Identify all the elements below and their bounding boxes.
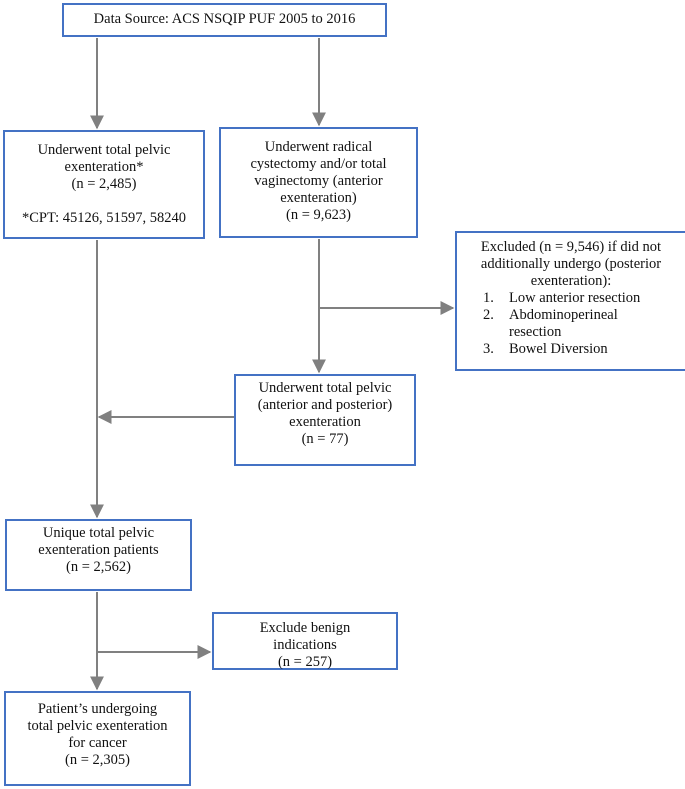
radical-cystectomy-box: Underwent radical cystectomy and/or tota… <box>219 127 418 238</box>
data-source-text: Data Source: ACS NSQIP PUF 2005 to 2016 <box>93 11 356 27</box>
list-item-number: 2. <box>483 307 494 323</box>
list-item-text-continued: resection <box>509 324 562 340</box>
benign-line-2: indications <box>273 637 337 653</box>
excluded-line-1: Excluded (n = 9,546) if did not <box>480 239 662 255</box>
list-item: 2. Abdominoperineal <box>461 307 681 324</box>
anterior-posterior-box: Underwent total pelvic (anterior and pos… <box>234 374 416 466</box>
excluded-line-3: exenteration): <box>530 273 612 289</box>
list-item-number: 3. <box>483 341 494 357</box>
cancer-line-1: Patient’s undergoing <box>37 701 158 717</box>
benign-count: (n = 257) <box>277 654 333 670</box>
excluded-box: Excluded (n = 9,546) if did not addition… <box>455 231 685 371</box>
total-pelvic-line-1: Underwent total pelvic <box>37 142 171 158</box>
list-item-text: Low anterior resection <box>509 290 641 306</box>
benign-line-1: Exclude benign <box>259 620 351 636</box>
radical-line-2: cystectomy and/or total <box>250 156 387 172</box>
data-source-box: Data Source: ACS NSQIP PUF 2005 to 2016 <box>62 3 387 37</box>
unique-line-1: Unique total pelvic <box>42 525 155 541</box>
anterior-posterior-line-2: (anterior and posterior) <box>257 397 393 413</box>
list-item: 3. Bowel Diversion <box>461 341 681 358</box>
excluded-line-2: additionally undergo (posterior <box>480 256 662 272</box>
total-pelvic-box: Underwent total pelvic exenteration* (n … <box>3 130 205 239</box>
cancer-line-3: for cancer <box>68 735 127 751</box>
list-item: 1. Low anterior resection <box>461 290 681 307</box>
unique-line-2: exenteration patients <box>38 542 159 558</box>
total-pelvic-line-2: exenteration* <box>64 159 144 175</box>
unique-patients-box: Unique total pelvic exenteration patient… <box>5 519 192 591</box>
anterior-posterior-line-1: Underwent total pelvic <box>258 380 392 396</box>
unique-count: (n = 2,562) <box>66 559 131 575</box>
radical-count: (n = 9,623) <box>286 207 351 223</box>
cpt-footnote: *CPT: 45126, 51597, 58240 <box>21 210 187 226</box>
radical-line-4: exenteration) <box>280 190 357 206</box>
exclusion-reasons-list: 1. Low anterior resection 2. Abdominoper… <box>461 290 681 358</box>
cancer-patients-box: Patient’s undergoing total pelvic exente… <box>4 691 191 786</box>
list-item: resection <box>461 324 681 341</box>
anterior-posterior-line-3: exenteration <box>289 414 361 430</box>
radical-line-3: vaginectomy (anterior <box>254 173 383 189</box>
cancer-count: (n = 2,305) <box>65 752 130 768</box>
list-item-number: 1. <box>483 290 494 306</box>
anterior-posterior-count: (n = 77) <box>301 431 349 447</box>
list-item-text: Abdominoperineal <box>509 307 618 323</box>
cancer-line-2: total pelvic exenteration <box>27 718 168 734</box>
exclude-benign-box: Exclude benign indications (n = 257) <box>212 612 398 670</box>
radical-line-1: Underwent radical <box>264 139 373 155</box>
total-pelvic-count: (n = 2,485) <box>71 176 137 192</box>
list-item-text: Bowel Diversion <box>509 341 608 357</box>
